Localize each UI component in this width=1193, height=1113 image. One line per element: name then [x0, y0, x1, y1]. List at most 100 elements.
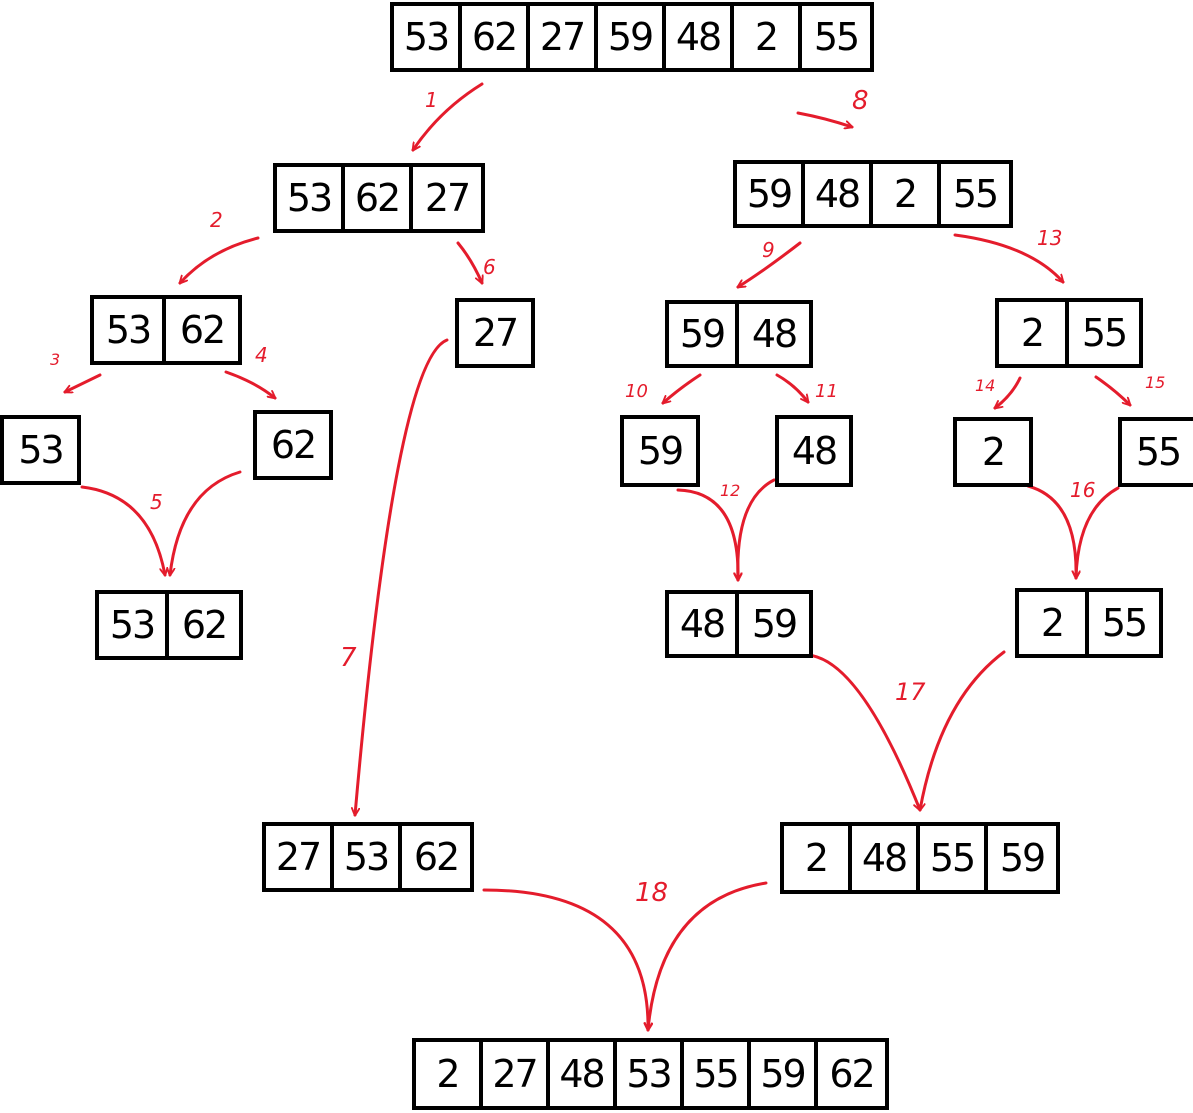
- array-box-merged-53-62: 53 62: [95, 590, 243, 660]
- array-cell: 53: [334, 826, 402, 888]
- step-number-label: 18: [635, 878, 669, 908]
- array-cell: 55: [1135, 430, 1182, 474]
- array-cell: 55: [813, 15, 860, 59]
- step-arrow: [355, 338, 449, 815]
- array-box-merged-48-59: 48 59: [665, 590, 813, 658]
- step-number-label: 4: [255, 343, 268, 367]
- array-box-leaf-62: 62: [253, 410, 333, 480]
- array-cell: 62: [462, 6, 530, 68]
- step-number-label: 15: [1145, 373, 1166, 392]
- array-cell: 2: [416, 1042, 483, 1106]
- step-number-label: 8: [852, 86, 869, 116]
- array-cell: 59: [737, 164, 805, 224]
- step-number-label: 11: [815, 381, 838, 402]
- array-cell: 27: [266, 826, 334, 888]
- array-cell: 55: [952, 172, 999, 216]
- array-cell: 55: [684, 1042, 751, 1106]
- array-box-merged-2-55: 2 55: [1015, 588, 1163, 658]
- step-arrow: [796, 111, 852, 127]
- step-arrow: [995, 376, 1022, 410]
- step-arrow: [920, 650, 1006, 810]
- array-cell: 48: [751, 312, 798, 356]
- step-arrow: [676, 488, 738, 580]
- array-cell: 62: [345, 167, 413, 229]
- step-number-label: 12: [720, 481, 741, 500]
- array-cell: 53: [277, 167, 345, 229]
- array-box-l-single-27: 27: [455, 298, 535, 368]
- array-box-r-pair-a: 59 48: [665, 300, 813, 368]
- step-number-label: 14: [975, 376, 996, 395]
- step-arrow: [411, 82, 484, 150]
- array-box-leaf-2: 2: [953, 417, 1033, 487]
- array-box-leaf-48: 48: [775, 415, 853, 487]
- array-box-leaf-59: 59: [620, 415, 700, 487]
- array-cell: 2: [734, 6, 802, 68]
- step-arrow: [65, 373, 102, 394]
- step-number-label: 17: [895, 678, 926, 706]
- array-cell: 48: [550, 1042, 617, 1106]
- array-cell: 53: [394, 6, 462, 68]
- array-cell: 48: [666, 6, 734, 68]
- step-arrow: [224, 370, 275, 400]
- array-cell: 53: [99, 594, 169, 656]
- step-number-label: 6: [483, 255, 496, 279]
- step-number-label: 2: [210, 208, 223, 232]
- array-cell: 62: [829, 1052, 875, 1096]
- array-cell: 27: [530, 6, 598, 68]
- step-number-label: 7: [340, 643, 357, 673]
- array-cell: 53: [18, 428, 64, 472]
- step-number-label: 16: [1070, 478, 1096, 502]
- array-cell: 55: [1081, 311, 1128, 355]
- array-cell: 27: [483, 1042, 550, 1106]
- array-cell: 59: [999, 836, 1046, 880]
- step-number-label: 3: [50, 350, 61, 369]
- array-cell: 2: [981, 430, 1006, 474]
- step-arrow: [738, 478, 776, 580]
- array-cell: 59: [598, 6, 666, 68]
- array-box-r-pair-b: 2 55: [995, 298, 1143, 368]
- array-box-leaf-53: 53: [0, 415, 81, 485]
- step-number-label: 5: [150, 490, 163, 514]
- array-box-l-pair: 53 62: [90, 295, 242, 365]
- array-cell: 62: [179, 308, 226, 352]
- array-cell: 48: [805, 164, 873, 224]
- array-cell: 2: [784, 826, 852, 890]
- step-arrow: [456, 241, 482, 283]
- array-cell: 53: [94, 299, 166, 361]
- step-arrow: [661, 373, 702, 405]
- array-cell: 48: [669, 594, 739, 654]
- array-cell: 27: [472, 311, 519, 355]
- step-arrow: [1094, 375, 1132, 407]
- array-cell: 2: [1019, 592, 1089, 654]
- array-cell: 55: [920, 826, 988, 890]
- array-cell: 59: [751, 1042, 818, 1106]
- step-number-label: 13: [1037, 226, 1063, 250]
- array-cell: 2: [999, 302, 1069, 364]
- array-cell: 62: [270, 423, 317, 467]
- array-cell: 55: [1101, 601, 1148, 645]
- array-cell: 59: [637, 429, 684, 473]
- array-cell: 48: [791, 429, 838, 473]
- step-arrow: [775, 373, 810, 402]
- step-arrow: [170, 470, 242, 575]
- step-arrow: [482, 888, 648, 1030]
- step-number-label: 10: [625, 381, 648, 402]
- array-cell: 62: [181, 603, 228, 647]
- array-box-leaf-55: 55: [1118, 417, 1193, 487]
- array-cell: 53: [617, 1042, 684, 1106]
- array-cell: 27: [424, 176, 471, 220]
- array-cell: 2: [873, 164, 941, 224]
- array-cell: 62: [413, 835, 460, 879]
- step-arrow: [178, 236, 260, 285]
- array-cell: 59: [669, 304, 739, 364]
- array-cell: 59: [751, 602, 798, 646]
- step-number-label: 9: [762, 238, 775, 262]
